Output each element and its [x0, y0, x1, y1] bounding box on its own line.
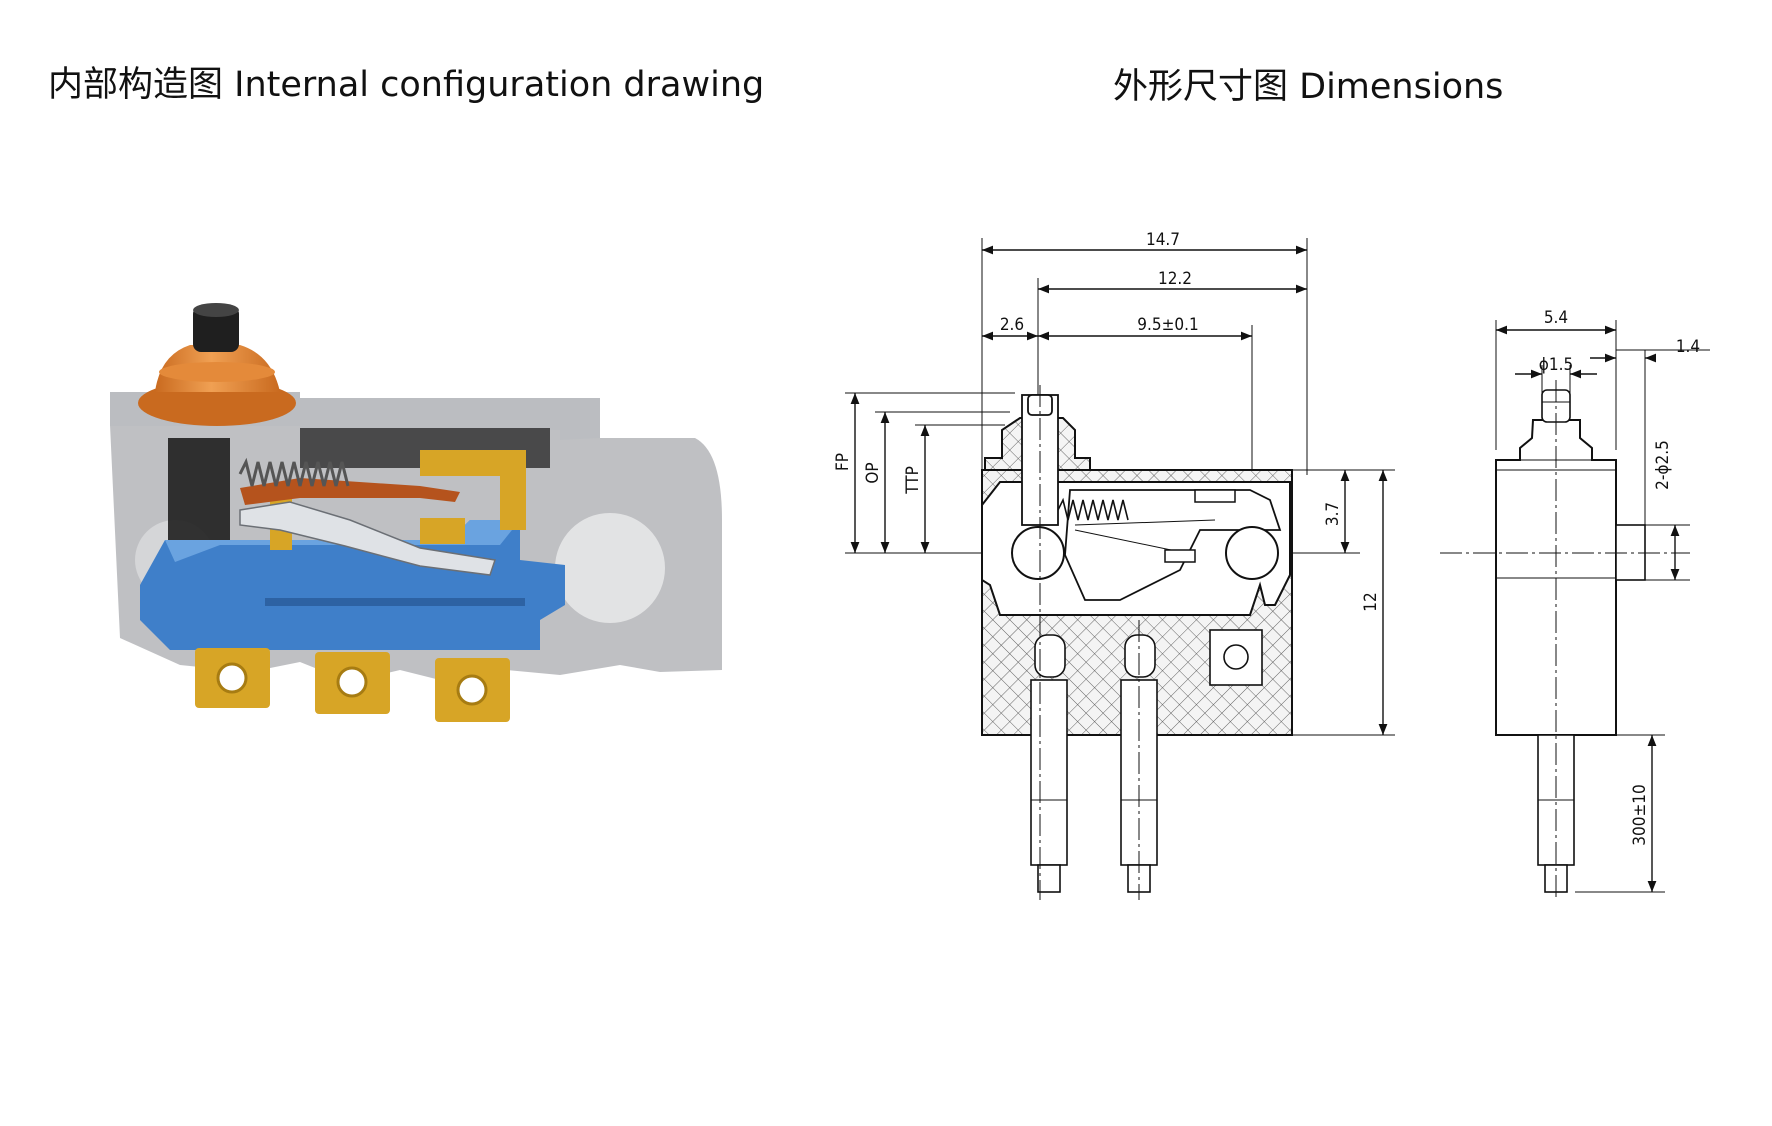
dim-14-7: 14.7: [1146, 230, 1180, 250]
dim-phi-1-5: ϕ1.5: [1539, 355, 1573, 375]
dim-op: OP: [863, 462, 883, 483]
dim-12: 12: [1361, 592, 1381, 611]
dim-3-7: 3.7: [1323, 502, 1343, 526]
mount-hole-left: [1011, 526, 1065, 580]
spring-section-icon: [1057, 497, 1129, 521]
dim-5-4: 5.4: [1544, 308, 1568, 328]
dim-2-6: 2.6: [1000, 315, 1024, 335]
cap-ring: [159, 362, 275, 382]
dim-ttp: TTP: [903, 466, 923, 495]
wire-left: [1030, 679, 1068, 866]
plunger-top: [193, 303, 239, 317]
blue-base-rail: [265, 598, 525, 606]
internal-drawing-title: 内部构造图 Internal configuration drawing: [48, 65, 765, 105]
terminal-1: [195, 648, 270, 708]
terminal-well: [1124, 634, 1156, 678]
mount-hole-right: [1225, 526, 1279, 580]
dim-fp: FP: [833, 453, 853, 471]
dimensions-title: 外形尺寸图 Dimensions: [1113, 67, 1504, 107]
dim-1-4: 1.4: [1676, 337, 1700, 357]
terminal-3: [435, 658, 510, 722]
moving-lever: [239, 501, 496, 576]
spring-icon: [238, 457, 350, 487]
screw-hole-icon: [1223, 644, 1249, 670]
wire-left-end: [1037, 864, 1061, 893]
terminal-2: [315, 652, 390, 714]
terminal-well: [1034, 634, 1066, 678]
copper-blade: [240, 478, 460, 505]
upper-contact-leg: [500, 450, 526, 530]
front-view-drawing: 14.7 12.2 2.6 9.5±0.1 FP OP TTP 3.7 12: [833, 230, 1395, 900]
dim-9-5: 9.5±0.1: [1137, 315, 1198, 335]
lower-contact: [420, 518, 465, 544]
contact-block: [1194, 489, 1236, 503]
dim-12-2: 12.2: [1158, 269, 1192, 289]
actuator-block: [168, 438, 230, 560]
plunger-button: [193, 306, 239, 352]
side-view-drawing: 5.4 ϕ1.5 1.4 2-ϕ2.5 300±10: [1440, 308, 1710, 900]
mount-hole-icon: [555, 513, 665, 623]
dim-300: 300±10: [1630, 784, 1650, 845]
dim-2-holes: 2-ϕ2.5: [1653, 440, 1673, 490]
contact-block-lower: [1164, 549, 1196, 563]
internal-configuration-illustration: [110, 303, 722, 722]
blue-base: [140, 520, 565, 650]
